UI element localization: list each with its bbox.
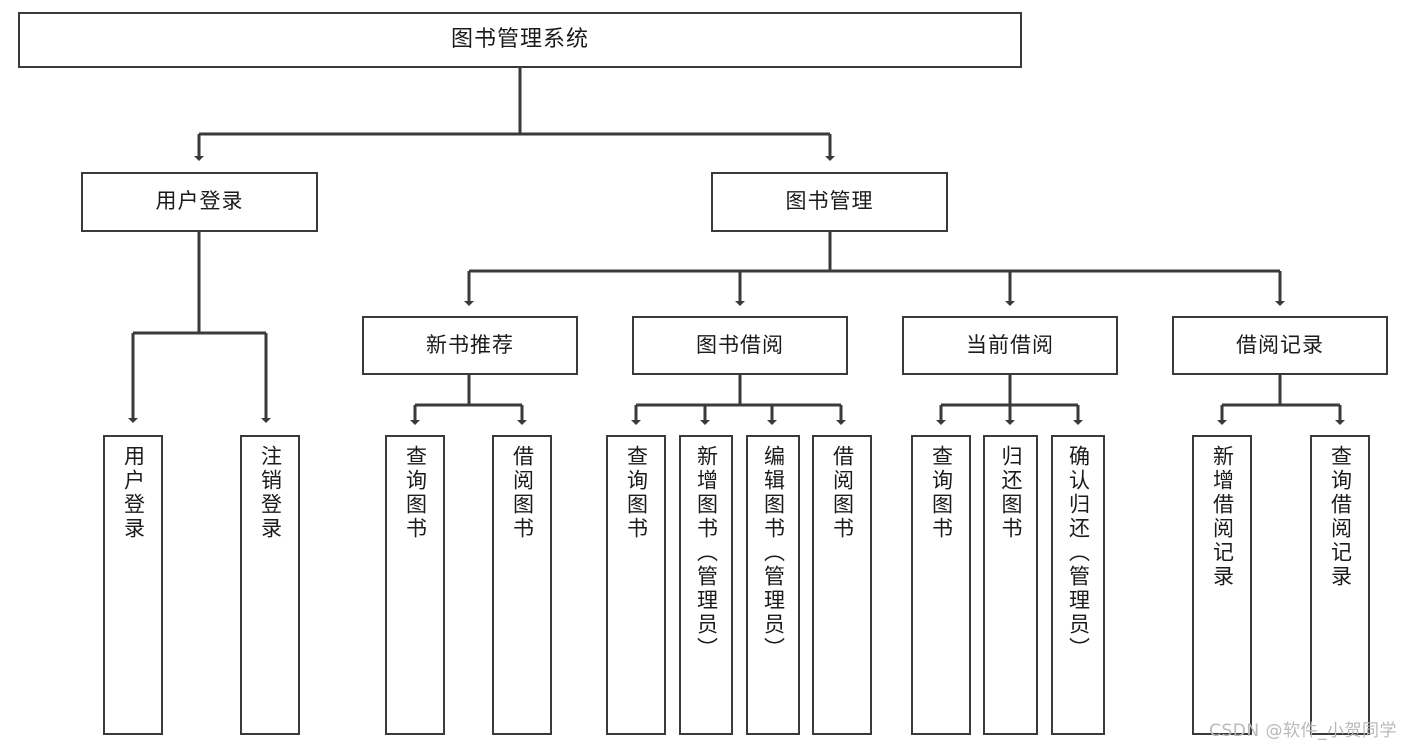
node-label: 借阅图书	[830, 445, 855, 541]
leaf-add-book-admin[interactable]: 新增图书（管理员）	[679, 435, 733, 735]
node-label: 查询图书	[403, 445, 428, 541]
leaf-confirm-return-admin[interactable]: 确认归还（管理员）	[1051, 435, 1105, 735]
node-label: 新增借阅记录	[1210, 445, 1235, 589]
node-root-book-management-system[interactable]: 图书管理系统	[18, 12, 1022, 68]
leaf-return-book[interactable]: 归还图书	[983, 435, 1038, 735]
node-label: 查询借阅记录	[1328, 445, 1353, 589]
leaf-query-book-borrow[interactable]: 查询图书	[606, 435, 666, 735]
node-label: 借阅图书	[510, 445, 535, 541]
node-label: 查询图书	[624, 445, 649, 541]
node-label: 借阅记录	[1236, 332, 1324, 357]
node-label: 图书管理系统	[450, 26, 589, 52]
node-label: 当前借阅	[966, 332, 1054, 357]
leaf-borrow-book-new[interactable]: 借阅图书	[492, 435, 552, 735]
node-label: 查询图书	[929, 445, 954, 541]
node-label: 用户登录	[155, 189, 244, 214]
leaf-query-book-new[interactable]: 查询图书	[385, 435, 445, 735]
node-new-book-recommend[interactable]: 新书推荐	[362, 316, 578, 375]
node-book-manage[interactable]: 图书管理	[711, 172, 948, 232]
node-label: 编辑图书（管理员）	[761, 445, 786, 661]
leaf-query-borrow-record[interactable]: 查询借阅记录	[1310, 435, 1370, 735]
leaf-logout-login[interactable]: 注销登录	[240, 435, 300, 735]
leaf-query-book-current[interactable]: 查询图书	[911, 435, 971, 735]
node-label: 确认归还（管理员）	[1066, 445, 1091, 661]
node-label: 新增图书（管理员）	[694, 445, 719, 661]
node-label: 图书管理	[785, 189, 874, 214]
node-borrow-record[interactable]: 借阅记录	[1172, 316, 1388, 375]
leaf-edit-book-admin[interactable]: 编辑图书（管理员）	[746, 435, 800, 735]
node-label: 归还图书	[999, 445, 1023, 541]
node-current-borrow[interactable]: 当前借阅	[902, 316, 1118, 375]
node-label: 注销登录	[258, 445, 283, 541]
leaf-user-login[interactable]: 用户登录	[103, 435, 163, 735]
node-book-borrow[interactable]: 图书借阅	[632, 316, 848, 375]
leaf-borrow-book[interactable]: 借阅图书	[812, 435, 872, 735]
leaf-add-borrow-record[interactable]: 新增借阅记录	[1192, 435, 1252, 735]
node-user-login[interactable]: 用户登录	[81, 172, 318, 232]
node-label: 图书借阅	[696, 332, 784, 357]
node-label: 新书推荐	[426, 332, 514, 357]
csdn-watermark: CSDN @软件_小贺同学	[1209, 721, 1397, 741]
node-label: 用户登录	[121, 445, 146, 541]
